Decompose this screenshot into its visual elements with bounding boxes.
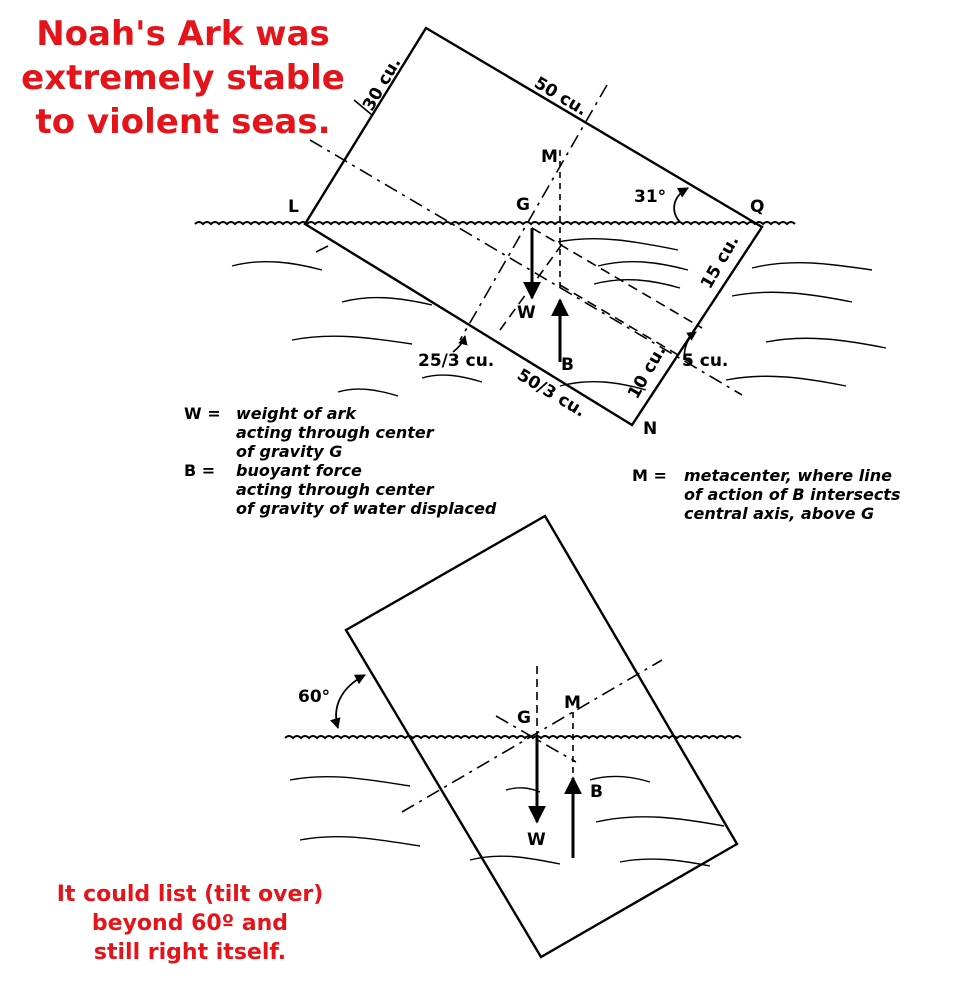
title-line-1: Noah's Ark was [36, 14, 330, 54]
footer-caption: It could list (tilt over) beyond 60º and… [20, 880, 360, 967]
waterline-1 [194, 221, 796, 226]
angle-label-31: 31° [634, 187, 666, 207]
footer-line-3: still right itself. [93, 940, 287, 965]
legend-b-key: B = [184, 461, 216, 480]
label-B: B [561, 355, 574, 375]
displaced-axis-1b [559, 284, 691, 363]
legend-m: M = metacenter, where line of action of B… [632, 466, 952, 523]
diagram-1: L G M Q W B N 30 cu. 50 cu. 15 cu. 10 cu… [194, 26, 887, 439]
dim-top-width: 30 cu. [359, 54, 405, 114]
legend-b-desc-1: buoyant force [236, 461, 362, 480]
footer-line-1: It could list (tilt over) [56, 882, 324, 907]
wave-lines-1 [231, 238, 887, 397]
normal-axis-1 [459, 84, 608, 341]
page-title: Noah's Ark was extremely stable to viole… [18, 12, 348, 144]
label-W: W [517, 303, 536, 323]
legend-m-desc-1: metacenter, where line [684, 466, 892, 485]
legend-w-desc-2: acting through center [236, 423, 434, 442]
label-B-2: B [590, 782, 603, 802]
dim-right-upper: 15 cu. [697, 232, 743, 292]
dim-top-length: 50 cu. [530, 73, 590, 120]
label-G-2: G [517, 708, 531, 728]
ark-hull-2 [344, 514, 739, 959]
legend-b-desc-2: acting through center [236, 480, 434, 499]
displaced-axis-1 [531, 227, 703, 329]
title-line-3: to violent seas. [35, 102, 331, 142]
dim-right-lower: 10 cu. [624, 342, 670, 402]
diagram-2: 60° G M B W [284, 514, 742, 959]
label-M-2: M [564, 693, 581, 713]
footer-line-2: beyond 60º and [91, 911, 289, 936]
angle-arc-31 [673, 187, 689, 223]
legend-m-desc-2: of action of B intersects [684, 485, 901, 504]
label-L: L [288, 197, 299, 217]
offset-arrow-25-3 [452, 335, 468, 353]
dim-bottom-offset: 25/3 cu. [418, 351, 494, 371]
legend-w-desc-1: weight of ark [236, 404, 357, 423]
angle-label-60: 60° [298, 687, 330, 707]
offset-arrow-5 [683, 331, 697, 361]
legend-w-b: W = weight of ark acting through center o… [184, 404, 544, 518]
dim-right-offset: 5 cu. [682, 351, 728, 371]
angle-arc-60 [330, 674, 366, 730]
legend-m-desc-3: central axis, above G [684, 504, 875, 523]
ark-hull-1 [303, 26, 764, 427]
label-M: M [541, 147, 558, 167]
title-line-2: extremely stable [21, 58, 345, 98]
legend-m-key: M = [632, 466, 667, 485]
label-G: G [516, 195, 530, 215]
legend-b-desc-3: of gravity of water displaced [236, 499, 497, 518]
central-axis-1 [309, 139, 743, 396]
label-N: N [643, 419, 657, 439]
wave-lines-2 [289, 775, 725, 867]
legend-w-desc-3: of gravity G [236, 442, 343, 461]
legend-w-key: W = [184, 404, 221, 423]
waterline-2 [284, 735, 742, 740]
label-W-2: W [527, 830, 546, 850]
label-Q: Q [750, 197, 764, 217]
